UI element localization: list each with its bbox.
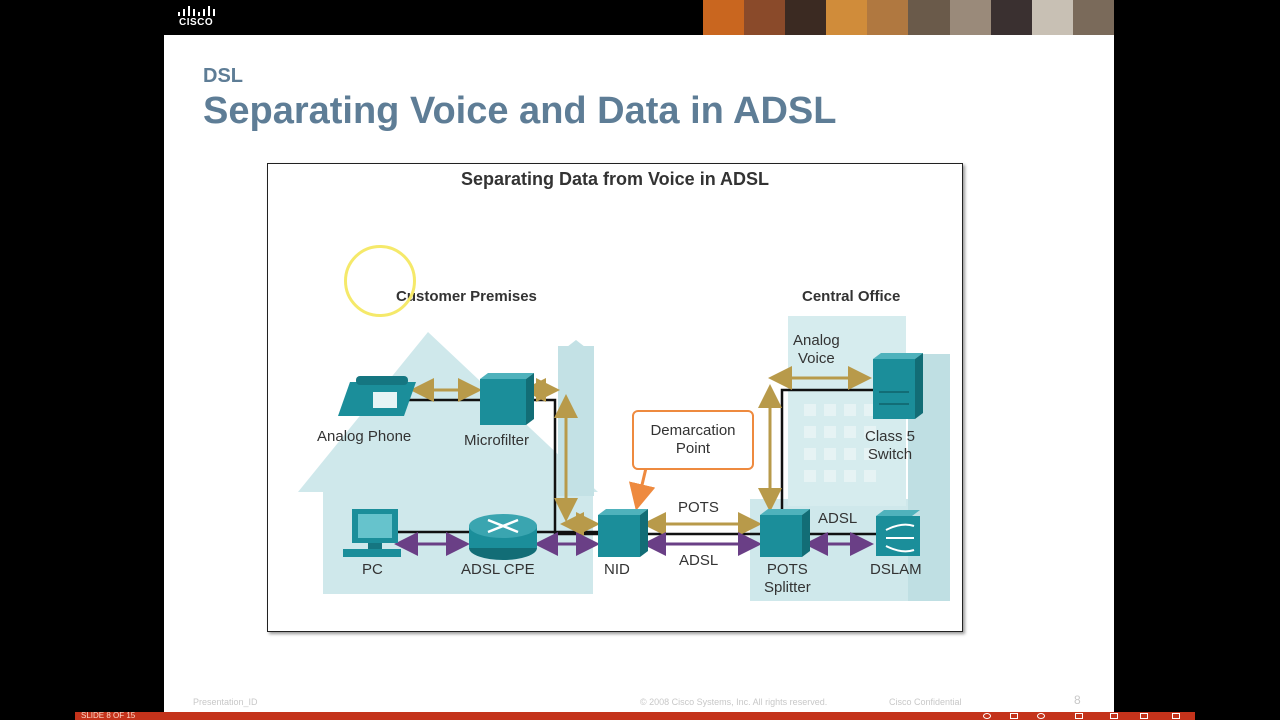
- slide-title: Separating Voice and Data in ADSL: [203, 90, 837, 132]
- analog-phone-icon: [338, 376, 416, 416]
- pots-line-label: POTS: [678, 499, 719, 516]
- slideshow-icon[interactable]: [1172, 713, 1180, 719]
- nid-label: NID: [604, 561, 630, 578]
- people-photo-strip: [703, 0, 1114, 35]
- class5-switch-icon: [873, 353, 923, 419]
- footer-presentation-id: Presentation_ID: [193, 697, 258, 707]
- microfilter-label: Microfilter: [464, 432, 530, 449]
- footer-copyright: © 2008 Cisco Systems, Inc. All rights re…: [640, 697, 828, 707]
- customer-premises-label: Customer Premises: [396, 288, 537, 305]
- cisco-logo-text: CISCO: [179, 17, 214, 28]
- nid-icon: [598, 509, 648, 557]
- diagram-title: Separating Data from Voice in ADSL: [460, 169, 770, 189]
- footer-confidential: Cisco Confidential: [889, 697, 962, 707]
- pots-splitter-label: POTS Splitter: [764, 561, 811, 596]
- section-heading: DSL: [203, 65, 243, 87]
- voice-arrows: [410, 366, 872, 536]
- demarcation-pointer: [628, 467, 656, 511]
- reading-view-icon[interactable]: [1110, 713, 1118, 719]
- dslam-label: DSLAM: [870, 561, 922, 578]
- presentation-status-bar: SLIDE 8 OF 15: [75, 712, 1195, 720]
- slide-counter: SLIDE 8 OF 15: [81, 711, 136, 720]
- microfilter-icon: [480, 373, 534, 425]
- dslam-icon: [876, 510, 920, 556]
- adsl-to-dslam-label: ADSL: [818, 510, 858, 527]
- adsl-cpe-label: ADSL CPE: [461, 561, 535, 578]
- slide: DSL Separating Voice and Data in ADSL Se…: [164, 35, 1114, 712]
- central-office-label: Central Office: [802, 288, 901, 305]
- cursor-highlight-ring: [344, 245, 416, 317]
- adsl-line-label: ADSL: [679, 552, 719, 569]
- diagram-graphics: [298, 316, 950, 601]
- notes-icon[interactable]: [1010, 713, 1018, 719]
- slide-page-number: 8: [1074, 693, 1081, 707]
- adsl-cpe-icon: [469, 514, 537, 560]
- normal-view-icon[interactable]: [1075, 713, 1083, 719]
- demarcation-point-callout: Demarcation Point: [632, 410, 754, 470]
- cisco-logo: CISCO: [175, 4, 221, 32]
- pots-splitter-icon: [760, 509, 810, 557]
- analog-phone-label: Analog Phone: [317, 428, 412, 445]
- cisco-bars-icon: [178, 4, 218, 16]
- pc-icon: [343, 509, 401, 557]
- pc-label: PC: [362, 561, 383, 578]
- adsl-diagram: Separating Data from Voice in ADSL: [267, 163, 963, 632]
- settings-icon[interactable]: [1037, 713, 1045, 719]
- pointer-options-icon[interactable]: [983, 713, 991, 719]
- analog-voice-label: Analog Voice: [793, 332, 840, 367]
- class5-switch-label: Class 5 Switch: [865, 428, 916, 463]
- slide-sorter-icon[interactable]: [1140, 713, 1148, 719]
- top-banner: CISCO: [0, 0, 1280, 35]
